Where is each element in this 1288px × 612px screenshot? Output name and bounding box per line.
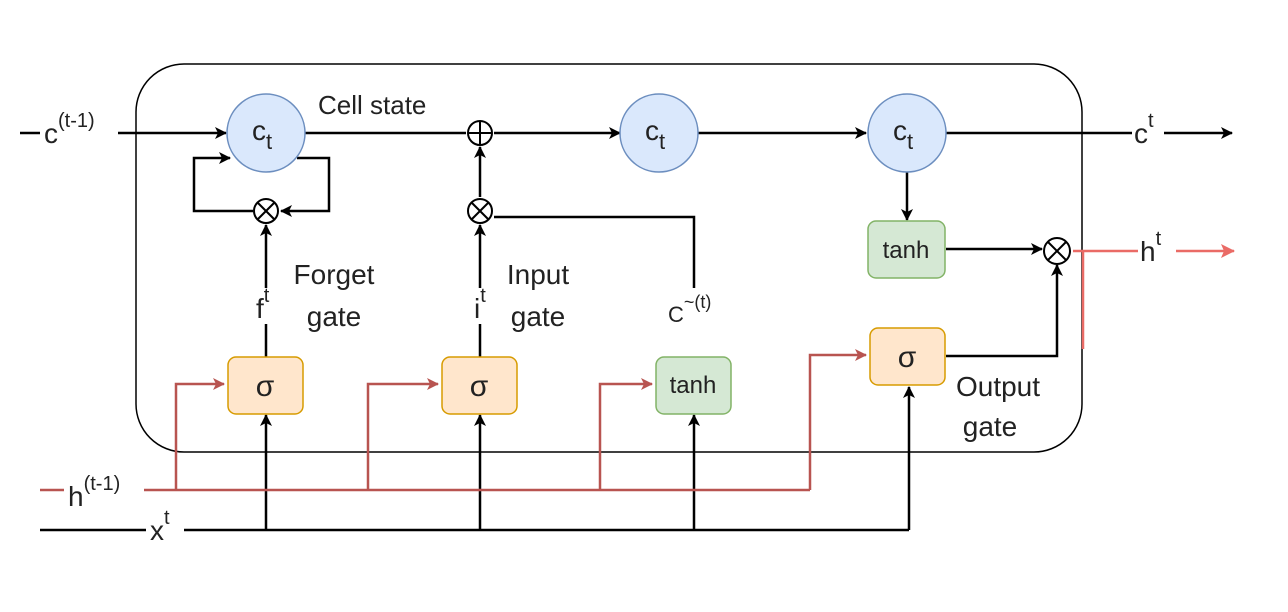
input-signal-label: it [474,285,486,324]
svg-text:tanh: tanh [883,237,930,264]
add-operator [467,120,493,146]
h-prev-label: h(t-1) [68,473,120,512]
forget-sigma-box: σ [227,356,304,415]
forget-signal-label: ft [256,285,270,324]
cell-node-1: ct [226,93,306,173]
forget-multiply-operator [253,198,279,224]
cell-node-2: ct [619,93,699,173]
x-label: xt [150,507,170,546]
output-path [901,170,1063,358]
svg-text:ct: ct [252,115,272,154]
c-out-label: ct [1134,110,1154,149]
candidate-label: C~(t) [668,292,711,327]
svg-text:σ: σ [256,370,275,403]
cell-node-3: ct [867,93,947,173]
c-prev-label: c(t-1) [44,110,95,149]
svg-text:tanh: tanh [670,372,717,399]
output-multiply-operator [1043,237,1071,265]
svg-text:ct: ct [893,115,913,154]
h-out-path [1073,244,1235,349]
input-multiply-operator [467,198,493,224]
svg-text:ct: ct [645,115,665,154]
h-out-label: ht [1140,228,1162,267]
cell-state-label: Cell state [318,90,426,120]
output-tanh-box: tanh [867,220,946,279]
svg-text:σ: σ [470,370,489,403]
output-sigma-box: σ [869,327,946,386]
x-input-bus [40,386,915,532]
input-sigma-box: σ [441,356,518,415]
svg-text:σ: σ [898,341,917,374]
h-prev-bus [40,349,867,492]
candidate-tanh-box: tanh [655,356,732,415]
